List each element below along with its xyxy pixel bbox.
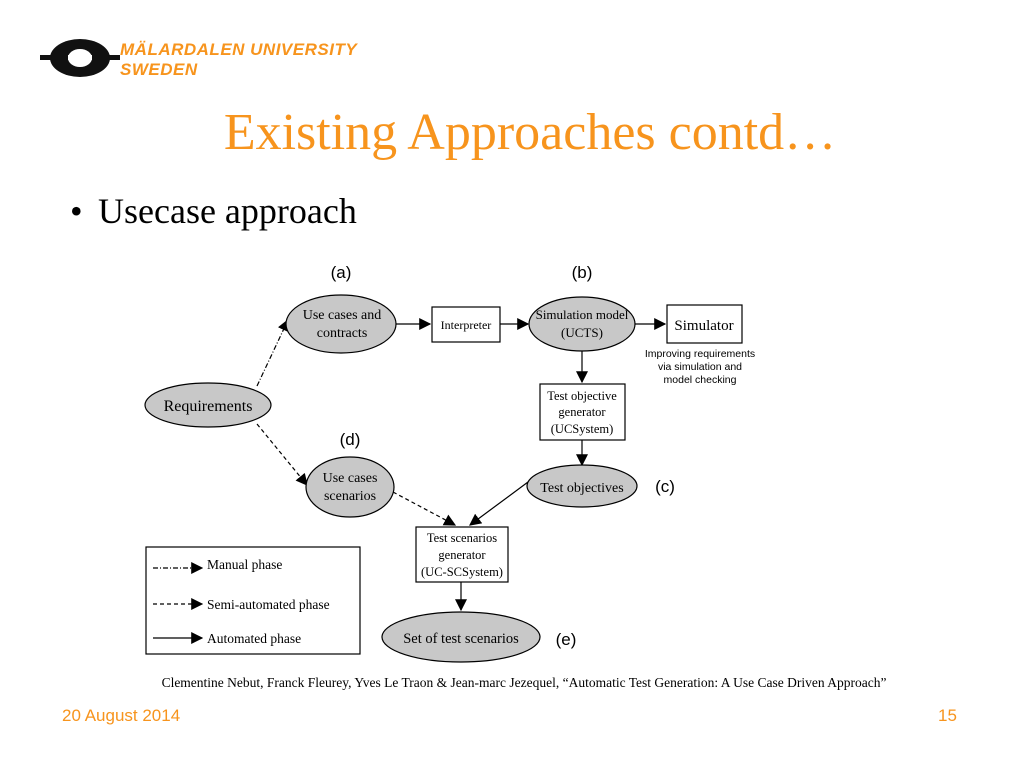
node-interpreter: Interpreter bbox=[431, 306, 501, 343]
legend: Manual phase Semi-automated phase Automa… bbox=[145, 546, 361, 655]
node-test-scenarios-generator-line3: (UC-SCSystem) bbox=[421, 565, 503, 579]
node-set-of-test-scenarios-label: Set of test scenarios bbox=[403, 631, 519, 647]
legend-automated-label: Automated phase bbox=[207, 631, 301, 646]
node-test-objective-generator-line1: Test objective bbox=[547, 389, 617, 403]
node-requirements-label: Requirements bbox=[164, 398, 253, 415]
university-logo bbox=[40, 39, 120, 77]
edge-req-to-usecases bbox=[256, 318, 289, 387]
edge-testobjectives-to-tsgen bbox=[469, 481, 529, 526]
simulator-note-line3: model checking bbox=[664, 374, 737, 386]
node-interpreter-label: Interpreter bbox=[441, 318, 492, 332]
bullet-dot: • bbox=[70, 191, 83, 231]
node-set-of-test-scenarios: Set of test scenarios bbox=[381, 611, 541, 663]
node-use-cases-contracts: Use cases and contracts bbox=[285, 294, 397, 354]
label-c: (c) bbox=[655, 477, 675, 496]
university-name: MÄLARDALEN UNIVERSITY SWEDEN bbox=[120, 40, 357, 80]
node-use-cases-scenarios-line1: Use cases bbox=[323, 471, 378, 486]
node-simulator: Simulator bbox=[666, 304, 743, 344]
simulator-note-line1: Improving requirements bbox=[645, 348, 755, 360]
university-name-line1: MÄLARDALEN UNIVERSITY bbox=[120, 40, 358, 59]
node-test-scenarios-generator-line2: generator bbox=[438, 548, 486, 562]
node-test-objective-generator-line3: (UCSystem) bbox=[551, 422, 614, 436]
node-test-scenarios-generator: Test scenarios generator (UC-SCSystem) bbox=[415, 526, 509, 583]
node-test-objectives-label: Test objectives bbox=[540, 481, 623, 496]
diagram-edges bbox=[256, 318, 667, 612]
bullet-item: • Usecase approach bbox=[70, 190, 357, 232]
university-name-line2: SWEDEN bbox=[120, 60, 198, 79]
legend-manual-label: Manual phase bbox=[207, 557, 282, 572]
node-test-objective-generator-line2: generator bbox=[558, 405, 606, 419]
simulator-note-line2: via simulation and bbox=[658, 361, 742, 373]
label-a: (a) bbox=[331, 263, 352, 282]
simulator-note: Improving requirements via simulation an… bbox=[645, 348, 755, 386]
node-requirements: Requirements bbox=[144, 382, 272, 428]
label-d: (d) bbox=[340, 430, 361, 449]
node-use-cases-scenarios-line2: scenarios bbox=[324, 489, 376, 504]
edge-scenarios-to-tsgen bbox=[392, 491, 457, 526]
node-simulation-model-line2: (UCTS) bbox=[561, 325, 603, 340]
node-test-objectives: Test objectives bbox=[526, 464, 638, 508]
citation: Clementine Nebut, Franck Fleurey, Yves L… bbox=[161, 675, 887, 690]
node-use-cases-contracts-line1: Use cases and bbox=[303, 308, 382, 323]
edge-req-to-scenarios bbox=[256, 423, 308, 486]
legend-semi-label: Semi-automated phase bbox=[207, 597, 330, 612]
slide-title: Existing Approaches contd… bbox=[223, 104, 837, 161]
node-use-cases-scenarios: Use cases scenarios bbox=[305, 456, 395, 518]
label-e: (e) bbox=[556, 630, 577, 649]
node-test-objective-generator: Test objective generator (UCSystem) bbox=[539, 383, 626, 441]
node-simulation-model: Simulation model (UCTS) bbox=[528, 296, 636, 352]
node-simulator-label: Simulator bbox=[674, 318, 733, 334]
page-number: 15 bbox=[938, 706, 957, 725]
bullet-text: Usecase approach bbox=[98, 191, 357, 231]
label-b: (b) bbox=[572, 263, 593, 282]
node-use-cases-contracts-line2: contracts bbox=[317, 326, 368, 341]
node-simulation-model-line1: Simulation model bbox=[536, 307, 629, 322]
node-test-scenarios-generator-line1: Test scenarios bbox=[427, 531, 497, 545]
footer-date: 20 August 2014 bbox=[62, 706, 181, 725]
